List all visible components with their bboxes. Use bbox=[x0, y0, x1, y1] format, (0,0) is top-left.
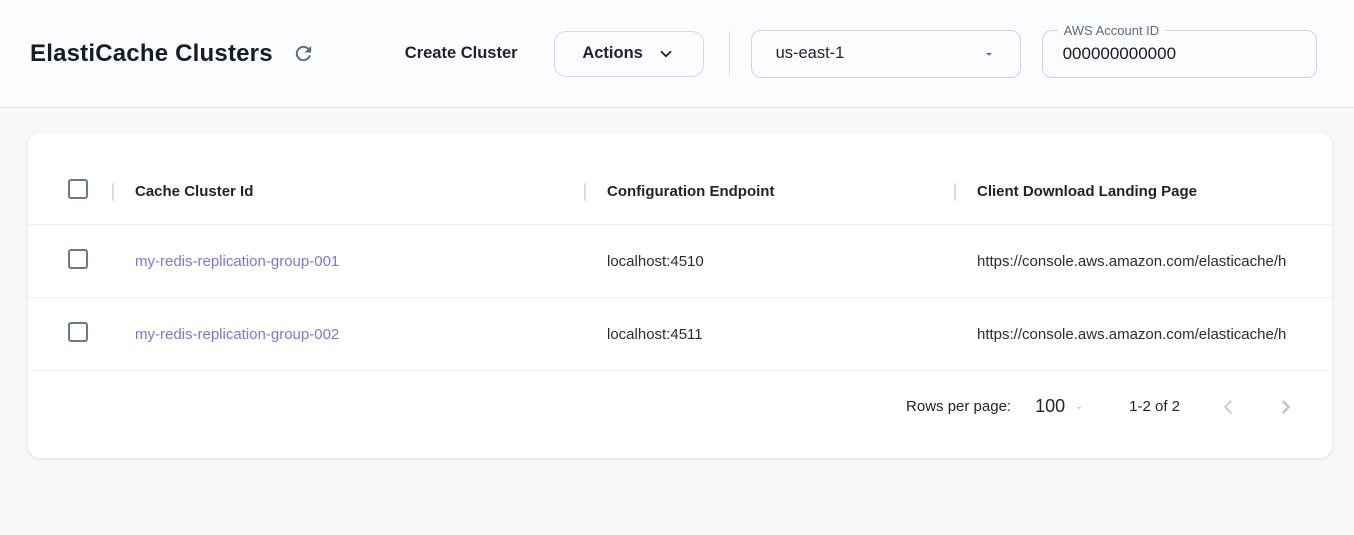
table-header-row: Cache Cluster Id Configuration Endpoint … bbox=[28, 159, 1332, 224]
previous-page-button[interactable] bbox=[1208, 387, 1248, 427]
cache-cluster-id-link[interactable]: my-redis-replication-group-002 bbox=[135, 325, 340, 343]
table-row: my-redis-replication-group-002 localhost… bbox=[28, 297, 1332, 370]
column-header-cache-cluster-id: Cache Cluster Id bbox=[112, 159, 585, 224]
region-select-value: us-east-1 bbox=[775, 44, 845, 62]
next-page-button[interactable] bbox=[1266, 387, 1306, 427]
actions-button[interactable]: Actions bbox=[553, 30, 704, 77]
chevron-down-icon bbox=[657, 45, 675, 63]
aws-account-id-field: AWS Account ID bbox=[1041, 21, 1317, 78]
cache-cluster-id-link[interactable]: my-redis-replication-group-001 bbox=[135, 252, 340, 270]
client-download-landing-page-cell: https://console.aws.amazon.com/elasticac… bbox=[977, 325, 1287, 343]
cache-cluster-id-cell: my-redis-replication-group-001 bbox=[113, 253, 585, 270]
caret-down-icon bbox=[1073, 402, 1085, 417]
pagination-range-label: 1-2 of 2 bbox=[1129, 398, 1180, 415]
configuration-endpoint-cell: localhost:4511 bbox=[607, 325, 703, 343]
column-header-client-download-landing-page: Client Download Landing Page bbox=[954, 159, 1332, 224]
table-row: my-redis-replication-group-001 localhost… bbox=[28, 224, 1332, 297]
clusters-table-card: Cache Cluster Id Configuration Endpoint … bbox=[28, 133, 1332, 458]
create-cluster-button[interactable]: Create Cluster bbox=[399, 34, 524, 73]
rows-per-page-label: Rows per page: bbox=[906, 398, 1012, 415]
row-checkbox-cell bbox=[28, 321, 113, 347]
refresh-button[interactable] bbox=[287, 37, 321, 71]
header-checkbox-cell bbox=[28, 179, 113, 204]
aws-account-id-label: AWS Account ID bbox=[1057, 21, 1166, 39]
column-separator bbox=[584, 182, 586, 201]
column-separator bbox=[954, 182, 956, 201]
page-header: ElastiCache Clusters Create Cluster Acti… bbox=[0, 0, 1354, 108]
region-select[interactable]: us-east-1 bbox=[750, 29, 1021, 78]
caret-down-icon bbox=[982, 47, 996, 61]
rows-per-page-value: 100 bbox=[1035, 396, 1066, 416]
client-download-landing-page-cell: https://console.aws.amazon.com/elasticac… bbox=[977, 252, 1287, 270]
select-all-checkbox[interactable] bbox=[68, 179, 88, 199]
cache-cluster-id-cell: my-redis-replication-group-002 bbox=[113, 326, 585, 343]
column-header-configuration-endpoint: Configuration Endpoint bbox=[584, 159, 955, 224]
refresh-icon bbox=[292, 42, 315, 65]
configuration-endpoint-cell: localhost:4510 bbox=[607, 252, 704, 270]
chevron-right-icon bbox=[1275, 396, 1297, 418]
chevron-left-icon bbox=[1217, 396, 1239, 418]
row-checkbox[interactable] bbox=[68, 321, 88, 342]
page-title: ElastiCache Clusters bbox=[30, 39, 273, 67]
table-pagination-footer: Rows per page: 100 1-2 of 2 bbox=[28, 370, 1332, 442]
row-checkbox[interactable] bbox=[68, 248, 88, 269]
column-separator bbox=[112, 182, 114, 201]
row-checkbox-cell bbox=[28, 248, 113, 274]
header-divider bbox=[728, 30, 730, 77]
actions-button-label: Actions bbox=[582, 44, 643, 62]
rows-per-page-select[interactable]: 100 bbox=[1035, 396, 1085, 417]
